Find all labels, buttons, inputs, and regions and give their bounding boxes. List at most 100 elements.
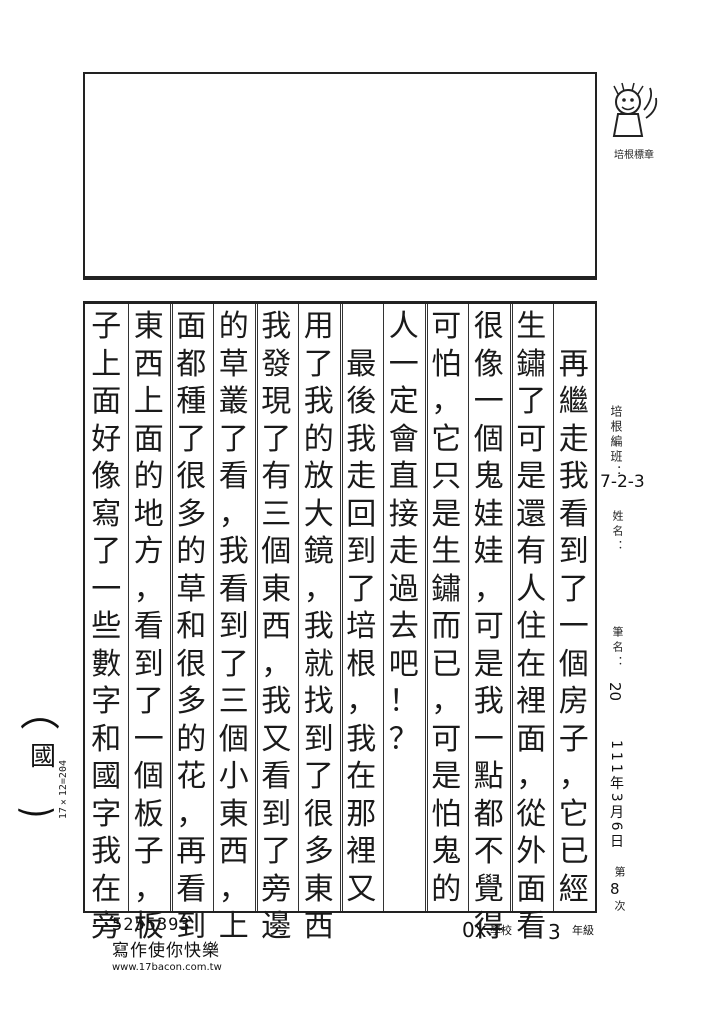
handwritten-char: 西 — [133, 346, 164, 382]
handwritten-char: 怕 — [431, 796, 462, 832]
handwritten-char: 有 — [261, 459, 292, 494]
handwritten-char: 了 — [218, 646, 249, 682]
handwritten-char: 在 — [91, 871, 122, 907]
handwritten-char: 是 — [431, 496, 462, 532]
handwritten-char: 培 — [346, 609, 377, 644]
margin-bracket-top: ⌒ — [20, 716, 60, 762]
grid-column-divider — [425, 304, 428, 911]
handwritten-char: 到 — [176, 909, 207, 944]
handwritten-char: 生 — [431, 534, 462, 569]
handwritten-char: 看 — [516, 909, 547, 944]
handwritten-char: 東 — [133, 309, 164, 344]
handwritten-char: 鬼 — [431, 834, 462, 869]
handwritten-char: 裡 — [346, 834, 377, 869]
handwritten-char: 一 — [133, 721, 164, 757]
handwritten-char: 有 — [516, 534, 547, 569]
handwritten-char: 個 — [473, 421, 504, 457]
writing-column: 很像一個鬼娃娃，可是我一點都不覺得 — [468, 304, 511, 944]
handwritten-char: 已 — [431, 646, 462, 682]
handwritten-char: 上 — [133, 384, 164, 419]
handwritten-char: 回 — [346, 496, 377, 532]
handwritten-char: 面 — [516, 871, 547, 907]
handwritten-char: 了 — [558, 571, 589, 607]
handwritten-char: 些 — [91, 609, 122, 644]
handwritten-char: 西 — [303, 909, 334, 944]
handwritten-char: 上 — [218, 909, 249, 944]
handwritten-char: 很 — [176, 646, 207, 682]
grade-label: 年級 — [572, 924, 594, 937]
handwritten-char: 東 — [303, 871, 334, 907]
handwritten-char: 大 — [303, 496, 334, 532]
handwritten-char: 房 — [558, 684, 589, 719]
writing-column: 子上面好像寫了一些數字和國字我在旁 — [85, 304, 128, 944]
footer-number: 5255393 — [112, 915, 191, 935]
handwritten-char: 多 — [176, 684, 207, 719]
handwritten-char: ， — [431, 384, 462, 419]
bacon-mascot-logo-icon — [612, 82, 658, 137]
handwritten-char: 一 — [558, 609, 589, 644]
handwritten-char: 像 — [91, 459, 122, 494]
handwritten-char: 吧 — [388, 646, 419, 682]
handwritten-char: 個 — [133, 759, 164, 794]
handwritten-char: 發 — [261, 346, 292, 382]
handwritten-char: 了 — [516, 384, 547, 419]
handwritten-char: 鬼 — [473, 459, 504, 494]
logo-caption: 培根標章 — [614, 150, 654, 161]
handwritten-char: 得 — [473, 909, 504, 944]
footer-slogan: 寫作使你快樂 — [112, 941, 220, 961]
handwritten-char: 又 — [346, 871, 377, 907]
handwritten-char: 的 — [176, 534, 207, 569]
grid-column-divider — [255, 304, 258, 911]
handwritten-char: 住 — [516, 609, 547, 644]
margin-correction-guo: 國 — [30, 742, 57, 772]
handwritten-char: 我 — [303, 384, 334, 419]
handwritten-char: 很 — [176, 459, 207, 494]
handwritten-char: 的 — [303, 421, 334, 457]
handwritten-char: 了 — [218, 421, 249, 457]
handwritten-char: 三 — [261, 496, 292, 532]
handwritten-char: 地 — [133, 496, 164, 532]
handwritten-char: 我 — [218, 534, 249, 569]
handwritten-char: 鏽 — [431, 571, 462, 607]
handwritten-char: 看 — [218, 571, 249, 607]
handwritten-char: 面 — [516, 721, 547, 757]
handwritten-char: 了 — [261, 834, 292, 869]
handwritten-char: 多 — [303, 834, 334, 869]
handwritten-char: ， — [303, 571, 334, 607]
handwritten-char: ， — [346, 684, 377, 719]
handwritten-char: 看 — [133, 609, 164, 644]
handwritten-char: 裡 — [516, 684, 547, 719]
handwritten-char: 生 — [516, 309, 547, 344]
pen-name-label: 筆名： — [611, 626, 624, 671]
handwritten-char: 它 — [431, 421, 462, 457]
writing-column: 最後我走回到了培根，我在那裡又 — [340, 304, 383, 911]
handwritten-char: 娃 — [473, 496, 504, 532]
handwritten-char: 後 — [346, 384, 377, 419]
handwritten-char: 去 — [388, 609, 419, 644]
handwritten-char: 一 — [388, 346, 419, 382]
handwritten-char: 是 — [431, 759, 462, 794]
writing-column: 的草叢了看，我看到了三個小東西，上 — [213, 304, 256, 944]
handwritten-char: 定 — [388, 384, 419, 419]
handwritten-char: 旁 — [91, 909, 122, 944]
handwritten-char: 寫 — [91, 496, 122, 532]
handwritten-char: 走 — [558, 421, 589, 457]
pen-name-value: 20 — [606, 682, 624, 702]
grid-column-divider — [382, 304, 384, 911]
handwritten-char: 看 — [218, 459, 249, 494]
handwritten-char: 子 — [133, 834, 164, 869]
handwritten-char — [553, 308, 596, 346]
handwritten-char: 而 — [431, 609, 462, 644]
handwritten-char: 板 — [133, 909, 164, 944]
handwritten-char: 個 — [218, 721, 249, 757]
writing-column: 再繼走我看到了一個房子，它已經 — [553, 304, 596, 911]
handwritten-char: 點 — [473, 759, 504, 794]
handwritten-char: 會 — [388, 421, 419, 457]
handwritten-char: 旁 — [261, 871, 292, 907]
school-label: 學校 — [490, 924, 512, 937]
handwritten-char: 面 — [133, 421, 164, 457]
handwritten-char: 一 — [91, 571, 122, 607]
handwritten-char: 多 — [176, 496, 207, 532]
handwritten-char: ， — [473, 571, 504, 607]
handwritten-char: 它 — [558, 796, 589, 832]
